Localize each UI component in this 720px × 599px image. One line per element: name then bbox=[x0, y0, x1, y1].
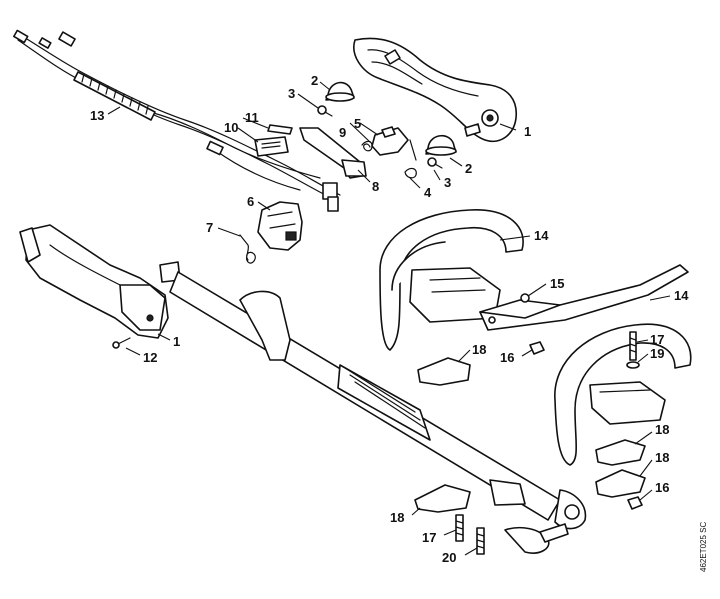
callout-14-lower: 14 bbox=[674, 288, 689, 303]
callout-6: 6 bbox=[247, 194, 254, 209]
screw-20-bottom bbox=[476, 527, 485, 555]
nut-upper bbox=[529, 341, 545, 355]
callout-1-upper: 1 bbox=[524, 124, 531, 139]
loop-handle-lower bbox=[554, 323, 692, 466]
drawing-reference-code: 462ET025 SC bbox=[699, 522, 708, 572]
stop-switch bbox=[371, 126, 417, 161]
clamp-lower bbox=[425, 134, 457, 156]
callout-2-upper: 2 bbox=[311, 73, 318, 88]
clamp-plate-3 bbox=[595, 469, 646, 498]
torsion-spring-small bbox=[361, 140, 373, 152]
handle-screw bbox=[112, 337, 131, 349]
callout-13: 13 bbox=[90, 108, 104, 123]
callout-3-upper: 3 bbox=[288, 86, 295, 101]
callout-5: 5 bbox=[354, 116, 361, 131]
callout-18-a: 18 bbox=[472, 342, 486, 357]
callout-12: 12 bbox=[143, 350, 157, 365]
callout-8: 8 bbox=[372, 179, 379, 194]
callout-17-right: 17 bbox=[650, 332, 664, 347]
callout-11: 11 bbox=[245, 110, 259, 125]
slider-and-contact-parts bbox=[254, 124, 293, 157]
callout-16-lower: 16 bbox=[655, 480, 669, 495]
callout-19: 19 bbox=[650, 346, 664, 361]
barrier-bar bbox=[479, 264, 689, 331]
callout-7: 7 bbox=[206, 220, 213, 235]
control-cable-assembly bbox=[13, 29, 341, 212]
callout-18-c: 18 bbox=[655, 450, 669, 465]
clamp-plate-4 bbox=[414, 484, 471, 513]
callout-18-d: 18 bbox=[390, 510, 404, 525]
screw-17-bottom bbox=[455, 514, 464, 542]
callout-4: 4 bbox=[424, 185, 432, 200]
callout-1-lower: 1 bbox=[173, 334, 180, 349]
leader-lines bbox=[107, 81, 671, 556]
screw-upper bbox=[317, 105, 333, 117]
handle-housing-upper bbox=[353, 37, 517, 142]
drive-tube bbox=[159, 261, 587, 554]
loop-handle-upper bbox=[379, 209, 524, 351]
callout-10: 10 bbox=[224, 120, 238, 135]
callout-15: 15 bbox=[550, 276, 564, 291]
callout-3-lower: 3 bbox=[444, 175, 451, 190]
callout-16-upper: 16 bbox=[500, 350, 514, 365]
nut-lower bbox=[627, 496, 643, 510]
callout-18-b: 18 bbox=[655, 422, 669, 437]
clamp-plate-1 bbox=[417, 357, 471, 386]
callout-17-bottom: 17 bbox=[422, 530, 436, 545]
callout-labels: 13 11 10 3 2 1 9 5 8 4 3 2 6 7 14 15 14 … bbox=[90, 73, 689, 565]
clamp-upper bbox=[325, 81, 355, 102]
rear-handle bbox=[19, 224, 169, 339]
clamp-plate-2 bbox=[595, 439, 646, 466]
throttle-trigger bbox=[299, 127, 367, 179]
torsion-spring-large bbox=[239, 234, 256, 264]
callout-9: 9 bbox=[339, 125, 346, 140]
lock-clip bbox=[404, 167, 417, 179]
screw-lower bbox=[427, 157, 443, 169]
screw-and-washer-right bbox=[626, 331, 640, 369]
callout-2-lower: 2 bbox=[465, 161, 472, 176]
callout-20: 20 bbox=[442, 550, 456, 565]
callout-14-upper: 14 bbox=[534, 228, 549, 243]
trigger-lockout bbox=[257, 201, 303, 251]
